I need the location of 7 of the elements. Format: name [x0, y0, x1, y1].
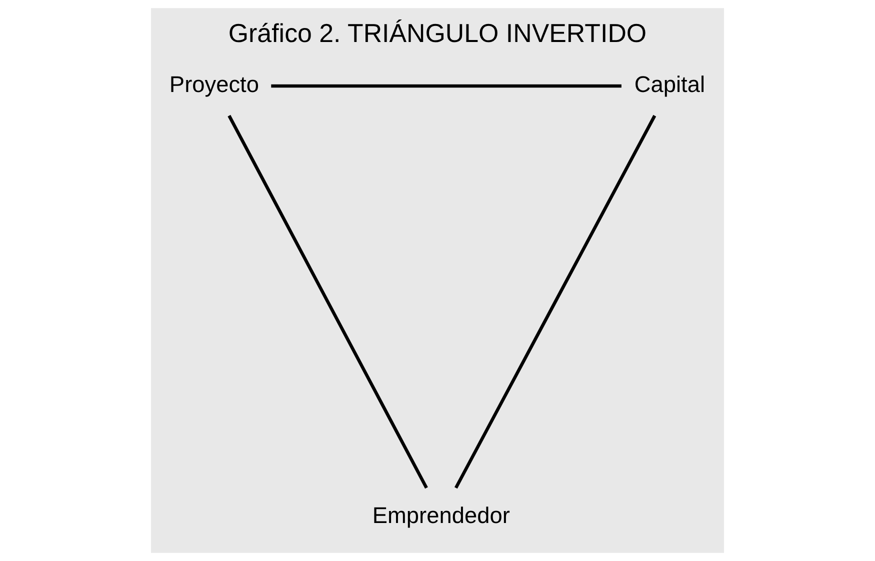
node-text: Proyecto	[169, 70, 259, 97]
diagram-title: Gráfico 2. TRIÁNGULO INVERTIDO	[228, 20, 647, 48]
connector	[454, 114, 656, 489]
node-text: Emprendedor	[372, 502, 510, 528]
connector	[228, 114, 428, 489]
node-text: Capital	[634, 70, 706, 97]
connector	[271, 84, 622, 88]
